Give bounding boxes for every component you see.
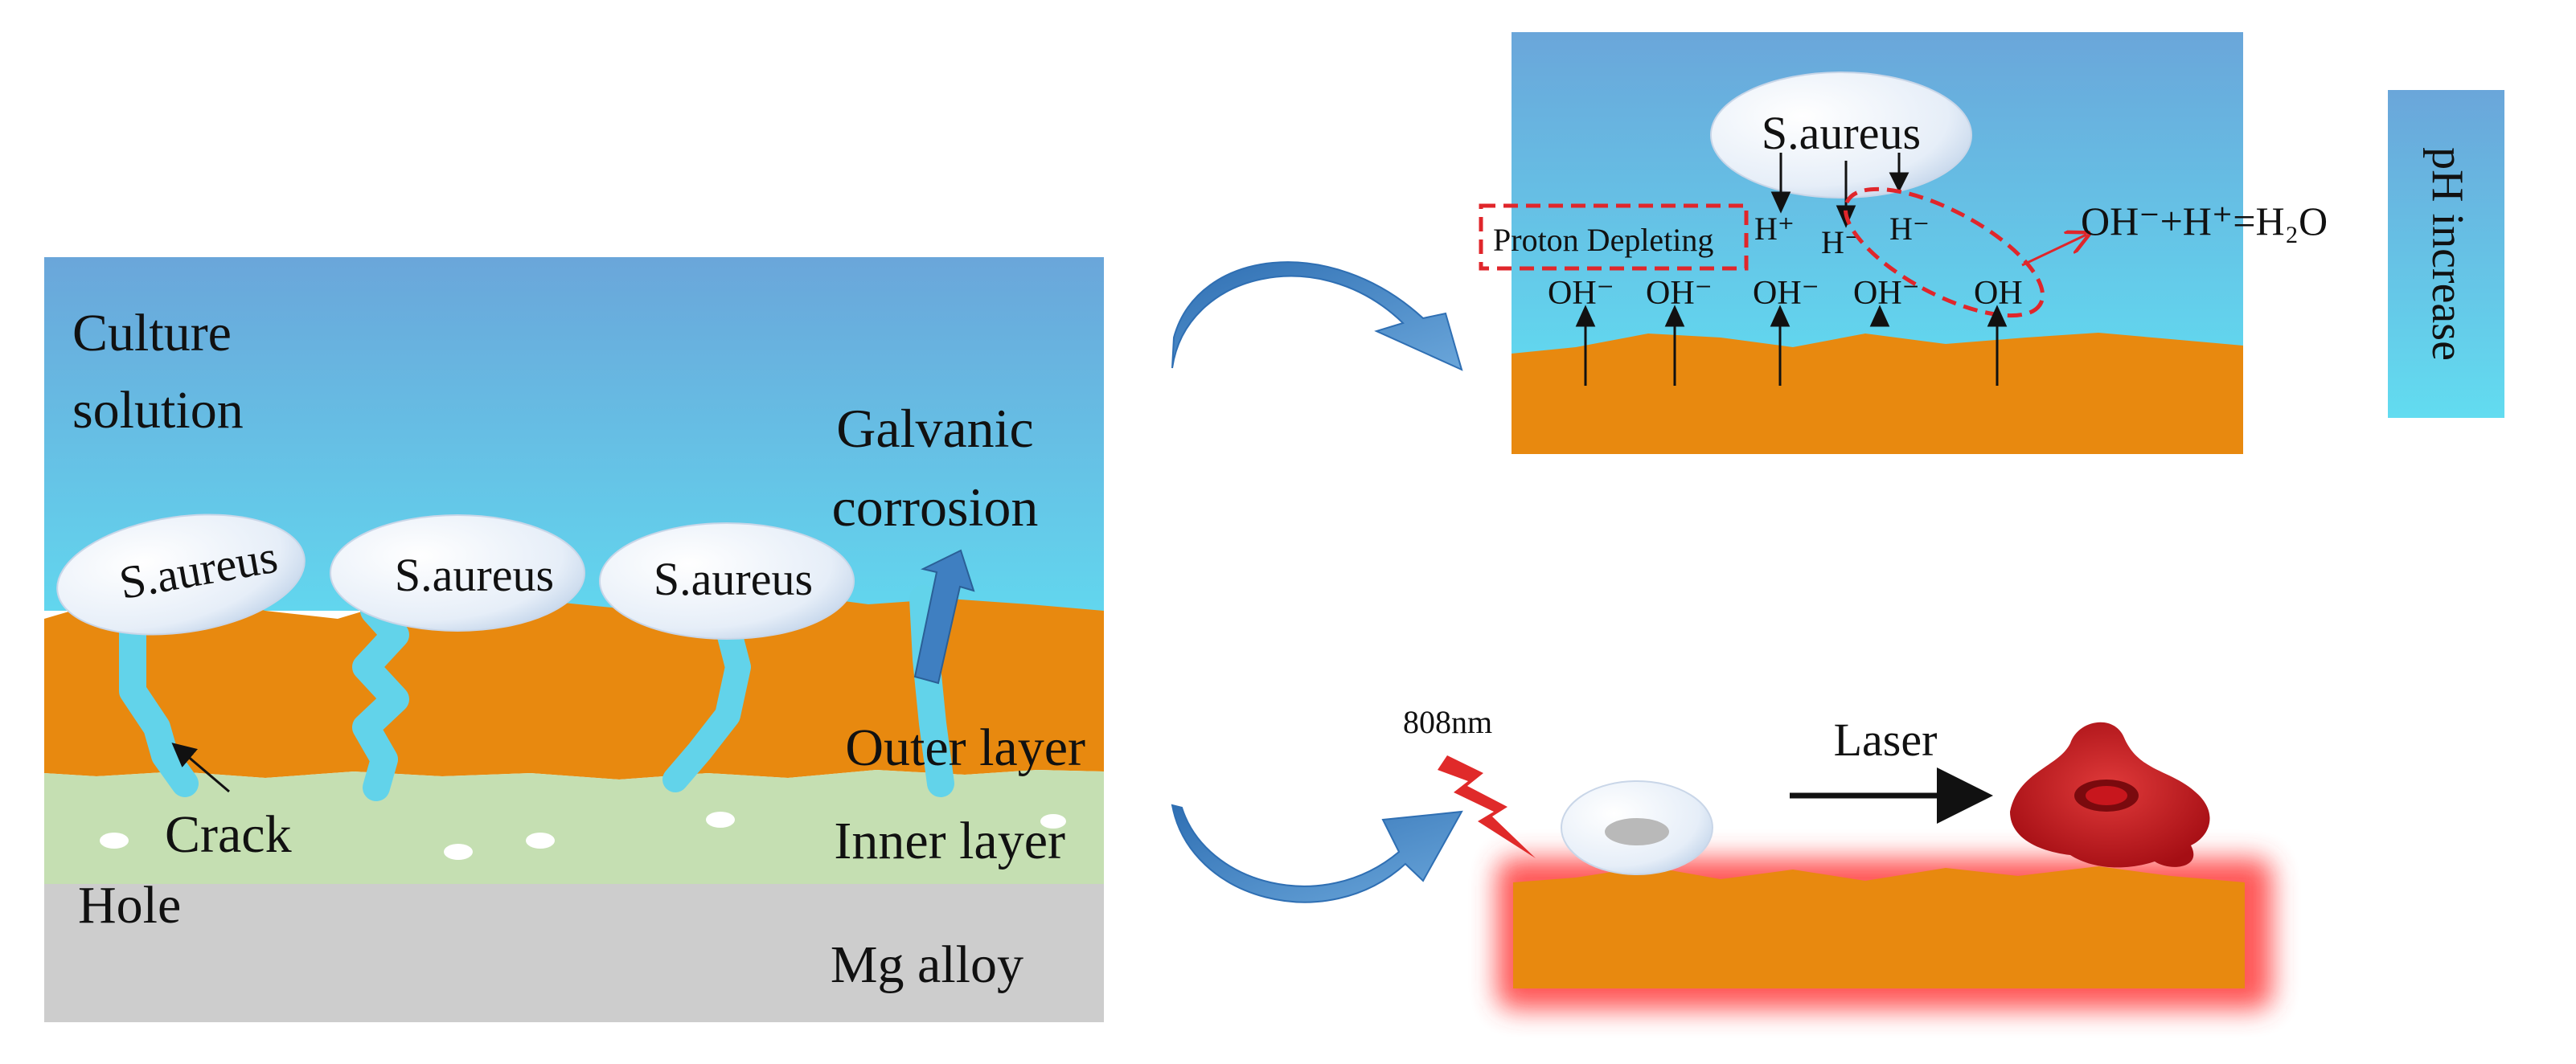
hole-label: Hole <box>78 876 181 935</box>
laser-label: Laser <box>1834 714 1938 766</box>
mg-alloy-substrate <box>44 884 1104 1022</box>
wavelength-label: 808nm <box>1403 704 1492 740</box>
galvanic-corrosion-label-1: Galvanic <box>836 398 1033 459</box>
bacterium-top-label: S.aureus <box>1762 107 1921 159</box>
h-plus-label: H⁺ <box>1754 211 1795 247</box>
crack-pointer-arrow <box>171 743 230 793</box>
hydroxide-label-2: OH⁻ <box>1646 275 1713 312</box>
bacterium-2 <box>330 514 585 632</box>
holes <box>100 812 1066 860</box>
proton-depleting-label: Proton Depleting <box>1493 222 1713 258</box>
laser-bolt-icon <box>1438 755 1536 858</box>
bacterium-live-nucleus <box>1605 818 1669 845</box>
hydroxide-label-5: OH <box>1974 275 2023 312</box>
h-minus-label-2: H⁻ <box>1889 211 1930 247</box>
bacterium-dead-nucleus-core <box>2086 786 2127 805</box>
h-minus-label-1: H⁻ <box>1821 224 1861 260</box>
outer-layer-label: Outer layer <box>845 718 1085 777</box>
crack-1 <box>119 613 199 797</box>
left-panel: S.aureus S.aureus S.aureus Culture solut… <box>44 257 1104 1022</box>
bacterium-1 <box>56 514 306 636</box>
culture-solution-label-1: Culture <box>72 304 232 362</box>
outer-layer <box>44 591 1104 780</box>
inner-layer-label: Inner layer <box>834 812 1065 870</box>
reaction-highlight-ellipse <box>1843 186 2045 318</box>
reaction-pointer-arrow <box>2021 235 2086 267</box>
inner-layer <box>44 770 1104 884</box>
crack-label: Crack <box>165 805 292 864</box>
bacterium-3-label: S.aureus <box>654 553 813 605</box>
proton-depleting-box <box>1479 203 1749 271</box>
hydroxide-label-4: OH⁻ <box>1853 275 1920 312</box>
hydroxide-arrows <box>1575 305 2008 386</box>
bottom-right-panel: 808nm Laser <box>1403 704 2272 1009</box>
coating-layer-small <box>1512 333 2243 454</box>
curved-arrow-top <box>1171 261 1463 371</box>
crack-2 <box>352 597 409 801</box>
hydroxide-label-1: OH⁻ <box>1548 275 1614 312</box>
galvanic-corrosion-label-2: corrosion <box>832 477 1039 538</box>
bacterium-2-label: S.aureus <box>395 549 554 601</box>
top-right-panel: S.aureus H⁺ H⁻ H⁻ Proton Depleting OH⁻+H… <box>1479 32 2328 454</box>
hydroxide-label-3: OH⁻ <box>1753 275 1819 312</box>
mg-alloy-label: Mg alloy <box>831 935 1023 994</box>
ph-increase-label: pH increase <box>2422 147 2472 361</box>
ph-increase-bar: pH increase <box>2388 90 2504 418</box>
galvanic-corrosion-arrow <box>913 549 975 685</box>
curved-arrow-bottom <box>1171 804 1463 903</box>
culture-solution-label-2: solution <box>72 381 244 440</box>
bacterium-3 <box>599 522 855 640</box>
crack-3 <box>662 614 751 792</box>
coating-layer-irradiated <box>1513 866 2245 988</box>
bacterium-top <box>1710 72 1972 198</box>
neutralization-equation: OH⁻+H⁺=H₂O <box>2081 198 2328 243</box>
